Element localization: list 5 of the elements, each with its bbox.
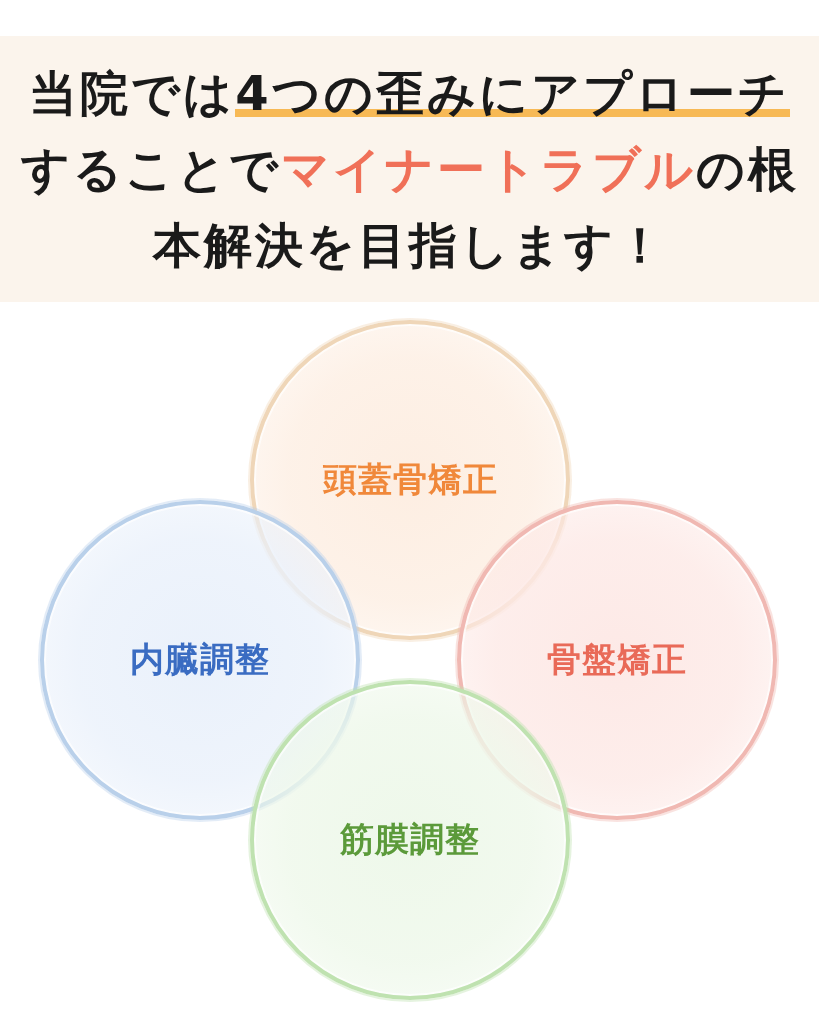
title: 当院では4つの歪みにアプローチすることでマイナートラブルの根本解決を目指します！: [19, 64, 800, 275]
circle-label: 筋膜調整: [340, 818, 480, 861]
circle-label: 骨盤矯正: [547, 638, 687, 681]
circle-label: 内臓調整: [130, 638, 270, 681]
circle-label: 頭蓋骨矯正: [322, 458, 498, 501]
